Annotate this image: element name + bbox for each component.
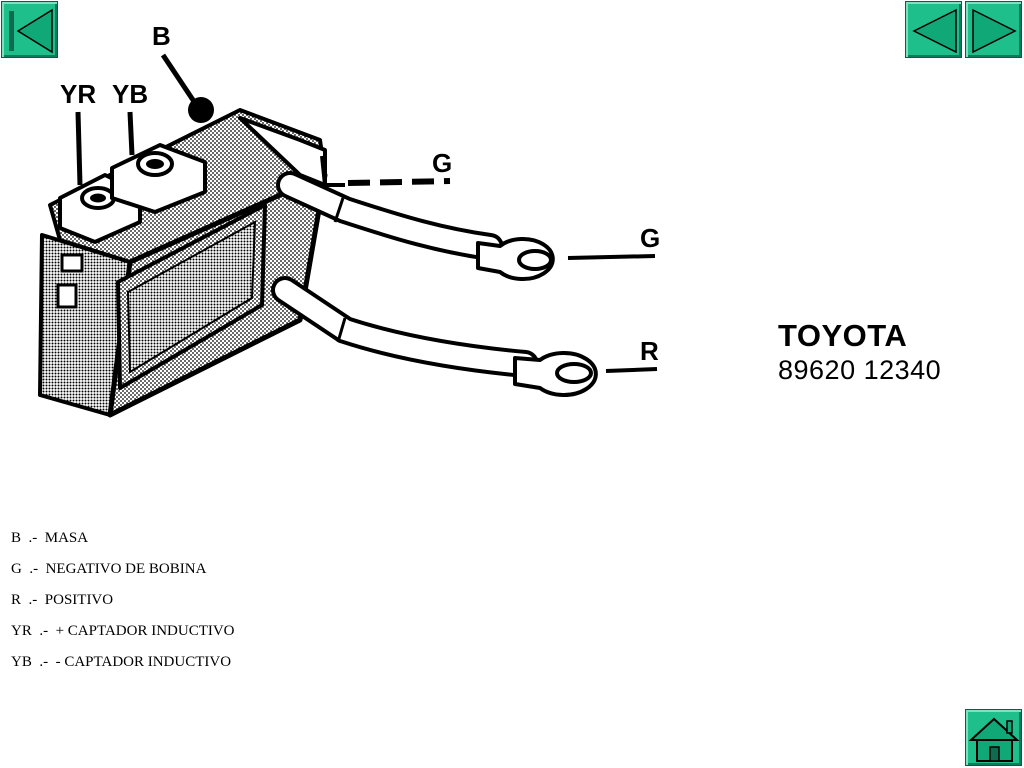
legend-description: - CAPTADOR INDUCTIVO bbox=[55, 654, 232, 670]
label-r-wire: R bbox=[640, 336, 659, 366]
legend-separator: .- bbox=[39, 654, 49, 670]
label-g-ground: G bbox=[432, 148, 452, 178]
wire-g bbox=[276, 171, 656, 281]
part-number: 89620 12340 bbox=[778, 355, 942, 385]
brand-name: TOYOTA bbox=[778, 318, 908, 353]
leader-lines bbox=[75, 53, 451, 187]
label-g-wire: G bbox=[640, 223, 660, 253]
legend-description: POSITIVO bbox=[44, 592, 114, 608]
legend-description: + CAPTADOR INDUCTIVO bbox=[55, 623, 235, 639]
label-yb: YB bbox=[112, 79, 148, 109]
first-page-icon bbox=[9, 8, 53, 54]
home-button[interactable] bbox=[965, 709, 1022, 766]
previous-page-icon bbox=[912, 8, 957, 54]
next-page-icon bbox=[972, 8, 1017, 54]
legend-separator: .- bbox=[28, 592, 38, 608]
wire-r bbox=[271, 276, 658, 397]
terminal-yb bbox=[110, 143, 207, 214]
home-icon bbox=[968, 717, 1020, 762]
brand-block: TOYOTA 89620 12340 bbox=[778, 318, 941, 386]
legend-code: YR bbox=[11, 623, 32, 639]
legend-separator: .- bbox=[39, 623, 49, 639]
previous-page-button[interactable] bbox=[905, 1, 962, 58]
legend-code: R bbox=[11, 592, 22, 608]
legend-separator: .- bbox=[29, 561, 39, 577]
legend-code: B bbox=[11, 530, 22, 546]
label-b: B bbox=[152, 21, 171, 51]
legend-description: NEGATIVO DE BOBINA bbox=[45, 561, 207, 577]
legend-code: YB bbox=[11, 654, 32, 670]
legend-code: G bbox=[11, 561, 22, 577]
legend-item: R .- POSITIVO bbox=[11, 589, 235, 620]
first-page-button[interactable] bbox=[1, 1, 58, 58]
next-page-button[interactable] bbox=[965, 1, 1022, 58]
label-yr: YR bbox=[60, 79, 96, 109]
legend-item: YR .- + CAPTADOR INDUCTIVO bbox=[11, 620, 235, 651]
legend: B .- MASA G .- NEGATIVO DE BOBINA R .- P… bbox=[11, 527, 235, 682]
ignition-module-diagram: B YR YB G G R bbox=[38, 21, 660, 418]
legend-description: MASA bbox=[44, 530, 89, 546]
legend-separator: .- bbox=[28, 530, 38, 546]
legend-item: B .- MASA bbox=[11, 527, 235, 558]
legend-item: YB .- - CAPTADOR INDUCTIVO bbox=[11, 651, 235, 682]
legend-item: G .- NEGATIVO DE BOBINA bbox=[11, 558, 235, 589]
